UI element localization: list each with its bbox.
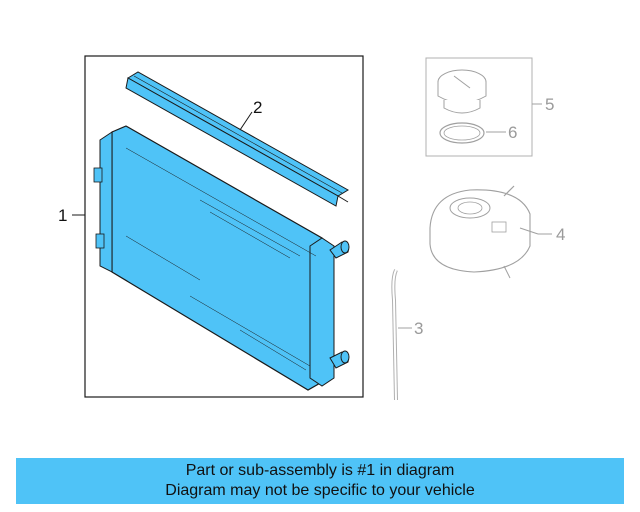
banner-line-2: Diagram may not be specific to your vehi… bbox=[165, 482, 475, 499]
callout-3[interactable]: 3 bbox=[414, 319, 423, 338]
part-5-cap[interactable] bbox=[437, 69, 487, 114]
assembly-box bbox=[84, 55, 364, 398]
part-4-reservoir[interactable] bbox=[429, 185, 539, 279]
cap-box bbox=[425, 57, 533, 157]
callout-6[interactable]: 6 bbox=[508, 123, 517, 142]
callout-2[interactable]: 2 bbox=[253, 98, 262, 117]
part-6-seal[interactable] bbox=[439, 122, 485, 144]
banner-line-1: Part or sub-assembly is #1 in diagram bbox=[185, 462, 455, 479]
callout-5[interactable]: 5 bbox=[545, 95, 554, 114]
part-1-radiator[interactable] bbox=[93, 125, 350, 391]
parts-diagram: 1 2 3 4 5 6 bbox=[58, 55, 565, 401]
callout-1[interactable]: 1 bbox=[58, 206, 67, 225]
callout-4[interactable]: 4 bbox=[556, 225, 565, 244]
part-2-air-guide[interactable] bbox=[125, 71, 349, 207]
info-banner: Part or sub-assembly is #1 in diagram Di… bbox=[16, 458, 624, 504]
